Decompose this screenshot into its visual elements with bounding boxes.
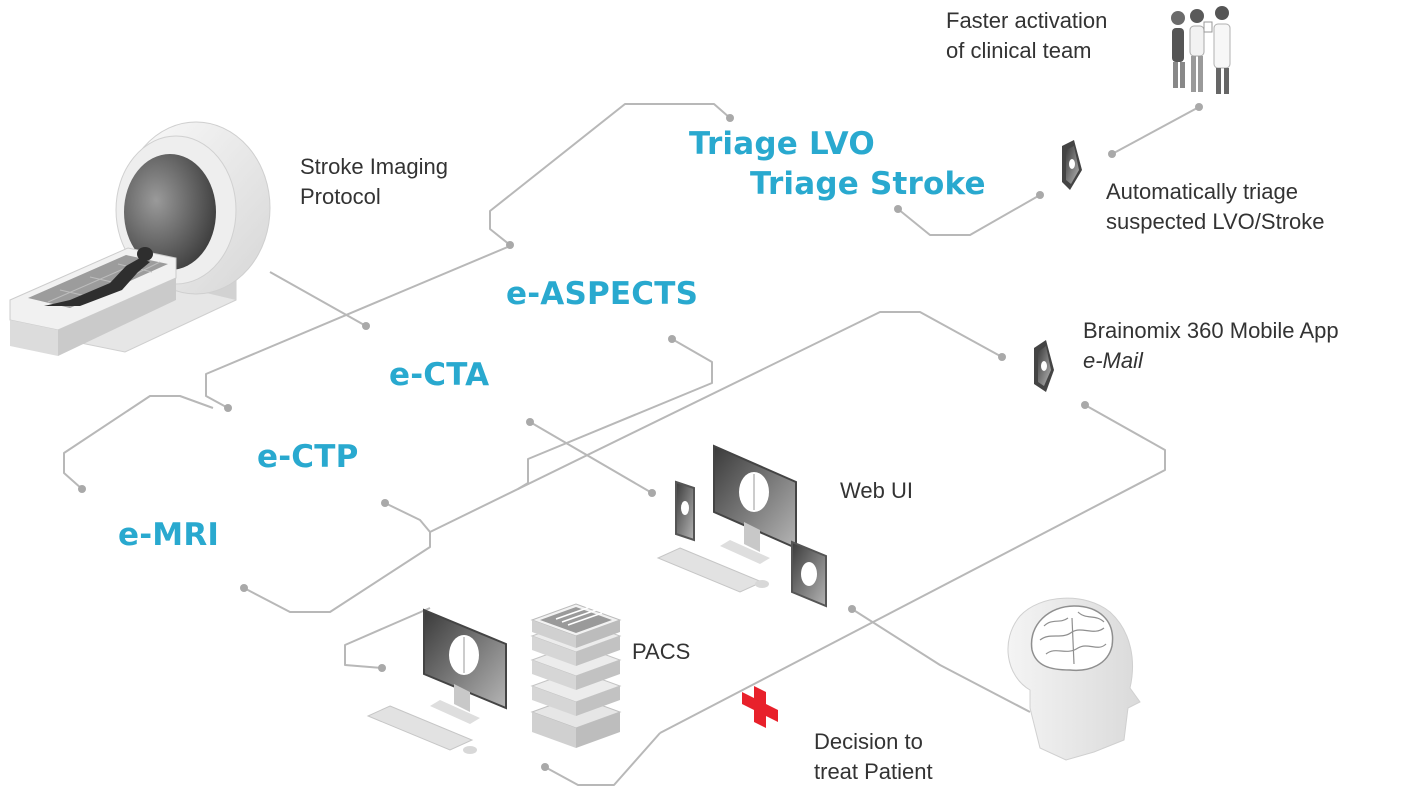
label-line: Faster activation — [946, 8, 1108, 33]
red-cross-icon — [742, 686, 778, 728]
mouse-icon — [755, 580, 769, 588]
connector-node — [1195, 103, 1203, 111]
connector-line — [384, 502, 431, 533]
connector-line — [517, 338, 713, 490]
connector-line — [344, 607, 431, 669]
connector-node — [726, 114, 734, 122]
connector-node — [668, 335, 676, 343]
label-line: Decision to — [814, 729, 923, 754]
label-line: Automatically triage — [1106, 179, 1298, 204]
clinical-team-icon — [1171, 6, 1231, 94]
mobile-app-label: Brainomix 360 Mobile App e-Mail — [1083, 316, 1339, 376]
connector-node — [378, 664, 386, 672]
connector-node — [381, 499, 389, 507]
connector-line — [489, 103, 731, 246]
pacs-workstation — [366, 608, 507, 754]
connector-line — [269, 271, 367, 327]
connector-node — [894, 205, 902, 213]
label-line: suspected LVO/Stroke — [1106, 209, 1325, 234]
auto-triage-label: Automatically triage suspected LVO/Strok… — [1106, 177, 1325, 237]
connector-line — [243, 311, 1003, 613]
product-triage-lvo: Triage LVO — [689, 126, 875, 162]
decision-label: Decision to treat Patient — [814, 727, 933, 787]
head-brain-icon — [1007, 597, 1141, 761]
phone-icon — [1062, 140, 1082, 190]
keyboard-icon — [366, 705, 474, 751]
connector-line — [659, 404, 1166, 734]
connector-node — [848, 605, 856, 613]
connector-node — [648, 489, 656, 497]
connector-line — [897, 194, 1041, 236]
pacs-label: PACS — [632, 639, 691, 664]
stroke-imaging-label: Stroke Imaging Protocol — [300, 152, 448, 212]
connector-line — [205, 245, 511, 409]
connector-node — [240, 584, 248, 592]
connector-node — [224, 404, 232, 412]
connector-line — [544, 732, 661, 786]
label-line: treat Patient — [814, 759, 933, 784]
label-line: Brainomix 360 Mobile App — [1083, 318, 1339, 343]
label-line: of clinical team — [946, 38, 1092, 63]
label-line: Protocol — [300, 184, 381, 209]
connector-node — [1081, 401, 1089, 409]
keyboard-icon — [656, 547, 764, 593]
connector-node — [1036, 191, 1044, 199]
connector-node — [506, 241, 514, 249]
connector-line — [1111, 106, 1200, 155]
connector-line — [851, 608, 1031, 713]
phone-icon — [1034, 340, 1054, 392]
server-stack-icon — [530, 603, 622, 748]
connector-node — [1108, 150, 1116, 158]
connector-node — [998, 353, 1006, 361]
connector-node — [526, 418, 534, 426]
connector-node — [362, 322, 370, 330]
connector-line — [63, 395, 214, 490]
connector-node — [78, 485, 86, 493]
label-line: Stroke Imaging — [300, 154, 448, 179]
web-ui-workstation — [656, 444, 827, 608]
product-triage-stroke: Triage Stroke — [750, 166, 986, 202]
label-line: e-Mail — [1083, 348, 1143, 373]
mouse-icon — [463, 746, 477, 754]
connector-lines — [63, 103, 1200, 786]
ct-scanner-icon — [9, 121, 271, 356]
product-e-aspects: e-ASPECTS — [506, 276, 699, 312]
connector-nodes — [78, 103, 1203, 771]
connector-line — [529, 421, 653, 494]
product-e-mri: e-MRI — [118, 517, 220, 553]
product-e-cta: e-CTA — [389, 357, 490, 393]
faster-activation-label: Faster activation of clinical team — [946, 6, 1107, 66]
product-e-ctp: e-CTP — [257, 439, 359, 475]
web-ui-label: Web UI — [840, 478, 913, 503]
connector-node — [541, 763, 549, 771]
